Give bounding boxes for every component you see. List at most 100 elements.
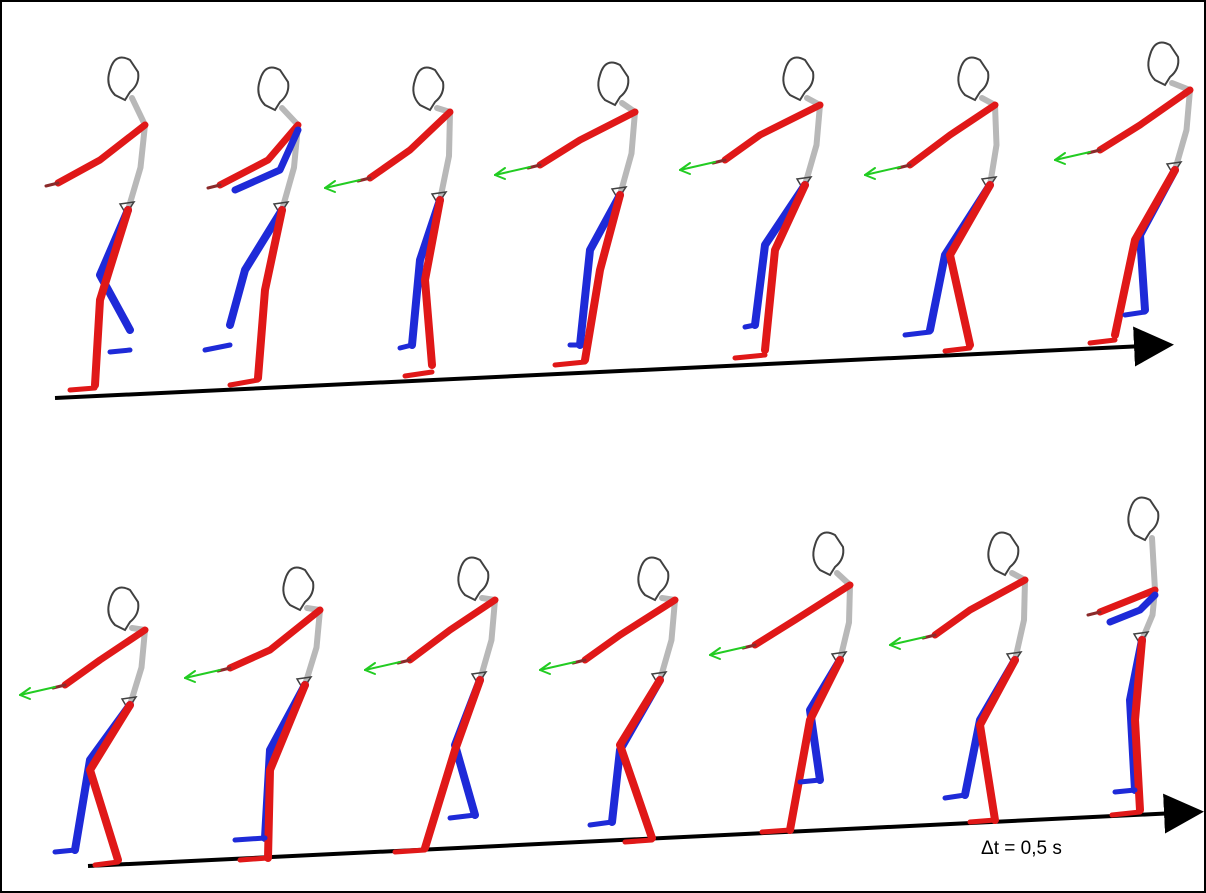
arm-left (366, 108, 454, 182)
top-row-figure-5 (679, 56, 824, 361)
force-vector-head (889, 637, 901, 646)
foot-left (732, 352, 768, 361)
spine (1139, 535, 1158, 643)
arm-left (216, 121, 302, 189)
figure-group (19, 41, 1194, 868)
spine (1009, 570, 1028, 663)
foot-left (227, 377, 261, 388)
foot-left (942, 345, 973, 354)
head (257, 66, 290, 112)
foot-left (67, 385, 98, 393)
force-vector (19, 686, 56, 696)
force-vector-head (679, 162, 691, 171)
force-vector-head (709, 647, 721, 656)
foot-left (402, 369, 435, 379)
bottom-row-figure-4 (539, 556, 679, 845)
leg-left (1111, 166, 1179, 339)
force-vector (709, 646, 746, 656)
bottom-row-figure-5 (709, 531, 854, 835)
foot-right (397, 342, 415, 351)
foot-right (232, 835, 268, 843)
bottom-row-figure-7 (1086, 496, 1160, 818)
leg-left (581, 191, 624, 364)
force-vector-head (324, 180, 336, 189)
leg-left (786, 656, 844, 834)
force-vector (864, 166, 901, 176)
foot-left (237, 855, 271, 863)
foot-right (447, 812, 478, 821)
leg-right (226, 206, 286, 329)
force-vector-head (1054, 159, 1066, 165)
top-row-figure-1 (44, 56, 149, 393)
time-axis-top (54, 326, 1174, 400)
force-vector (324, 179, 361, 189)
arm-left (581, 596, 679, 664)
foot-left (392, 847, 428, 855)
foot-right (797, 777, 823, 785)
foot-right (1122, 309, 1148, 318)
arm-left (751, 581, 854, 649)
arm-left (1096, 86, 1194, 154)
arm-left (54, 121, 149, 187)
arm-right (1106, 591, 1159, 626)
force-vector-head (324, 187, 336, 193)
head (282, 566, 315, 612)
force-vector-head (889, 644, 901, 650)
force-vector-head (364, 662, 376, 671)
spine (1169, 80, 1193, 173)
spine (802, 95, 823, 188)
foot-left (1087, 337, 1118, 346)
leg-left (616, 676, 664, 842)
top-row-figure-2 (202, 66, 302, 388)
force-vector-head (1054, 152, 1066, 161)
time-step-label: Δt = 0,5 s (981, 838, 1062, 859)
leg-right (576, 191, 624, 349)
force-vector-head (539, 662, 551, 671)
force-vector-head (19, 694, 31, 700)
force-vector (494, 166, 531, 176)
bottom-row-figure-3 (364, 556, 499, 855)
arm-left (906, 101, 999, 169)
foot-right (942, 792, 968, 801)
arm-left (61, 626, 149, 689)
foot-left (1109, 809, 1143, 818)
top-row-figure-7 (1054, 41, 1194, 346)
force-vector (889, 636, 926, 646)
foot-right (587, 819, 615, 828)
force-vector-head (864, 174, 876, 180)
head (782, 56, 815, 102)
spine (279, 105, 301, 213)
force-vector-head (184, 670, 196, 679)
force-vector (184, 669, 221, 679)
head (457, 556, 490, 602)
force-vector (1054, 151, 1091, 161)
head (107, 586, 140, 632)
leg-left (946, 181, 994, 349)
force-vector-head (494, 174, 506, 180)
top-row-figure-6 (864, 56, 1000, 354)
spine (617, 100, 638, 198)
spine (125, 95, 148, 213)
arm-left (226, 606, 324, 672)
foot-left (967, 817, 998, 825)
hand (1086, 610, 1102, 617)
leg-left (976, 656, 1019, 824)
leg-left (91, 206, 132, 389)
force-vector-head (539, 669, 551, 675)
foot-right (107, 347, 133, 355)
spine (477, 595, 498, 683)
foot-right (1112, 787, 1138, 795)
hand (206, 183, 222, 190)
arm-left (536, 108, 639, 169)
head (987, 531, 1020, 577)
head (637, 556, 670, 602)
leg-left (421, 676, 484, 852)
force-vector (679, 161, 716, 171)
head (412, 66, 445, 112)
force-vector (539, 661, 576, 671)
leg-left (1131, 636, 1146, 814)
bottom-row-figure-2 (184, 566, 324, 863)
force-vector (364, 661, 401, 671)
force-vector-head (184, 677, 196, 683)
